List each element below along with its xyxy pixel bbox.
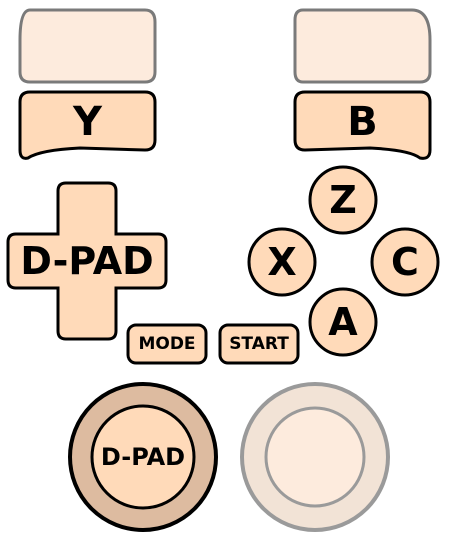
left-stick[interactable]: D-PAD bbox=[100, 443, 186, 471]
mode-button[interactable]: MODE bbox=[138, 334, 196, 354]
x-button[interactable]: X bbox=[267, 240, 297, 284]
y-button[interactable]: Y bbox=[73, 99, 102, 145]
start-button[interactable]: START bbox=[229, 334, 289, 354]
a-button[interactable]: A bbox=[328, 300, 358, 344]
c-button[interactable]: C bbox=[391, 240, 419, 284]
z-button[interactable]: Z bbox=[329, 178, 357, 222]
b-button[interactable]: B bbox=[347, 99, 378, 145]
dpad[interactable]: D-PAD bbox=[20, 239, 154, 283]
